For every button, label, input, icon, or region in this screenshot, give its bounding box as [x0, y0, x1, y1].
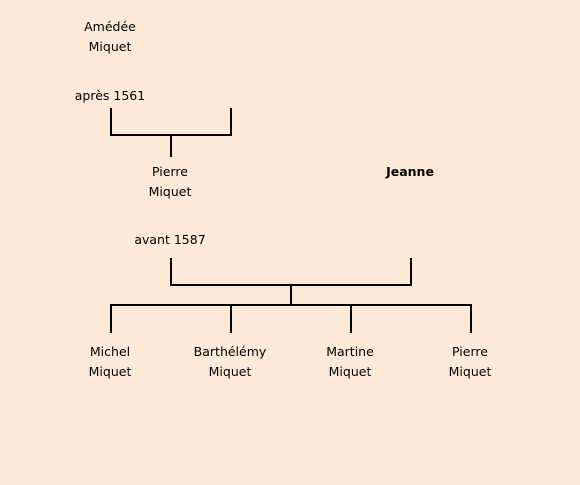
- person-last-name: Miquet: [448, 364, 492, 379]
- person-first-name: Pierre: [152, 164, 188, 179]
- person-last-name: Miquet: [208, 364, 252, 379]
- parents-marriage-date: avant 1587: [134, 232, 206, 247]
- person-mother: Jeanne: [350, 162, 470, 182]
- person-child-2: Barthélémy Miquet: [170, 342, 290, 382]
- person-child-3: Martine Miquet: [290, 342, 410, 382]
- person-first-name: Michel: [89, 344, 131, 359]
- person-child-1: Michel Miquet: [50, 342, 170, 382]
- person-father: Pierre Miquet: [110, 162, 230, 202]
- person-first-name: Martine: [326, 344, 374, 359]
- person-last-name: Miquet: [148, 184, 192, 199]
- person-first-name: Barthélémy: [193, 344, 267, 359]
- person-ancestor: Amédée Miquet: [50, 17, 170, 57]
- person-first-name: Amédée: [84, 19, 136, 34]
- person-last-name: Miquet: [88, 39, 132, 54]
- person-last-name: Miquet: [328, 364, 372, 379]
- person-first-name: Pierre: [452, 344, 488, 359]
- ancestor-marriage-date: après 1561: [74, 88, 146, 103]
- person-last-name: Miquet: [88, 364, 132, 379]
- person-child-4: Pierre Miquet: [410, 342, 530, 382]
- person-name: Jeanne: [386, 164, 434, 179]
